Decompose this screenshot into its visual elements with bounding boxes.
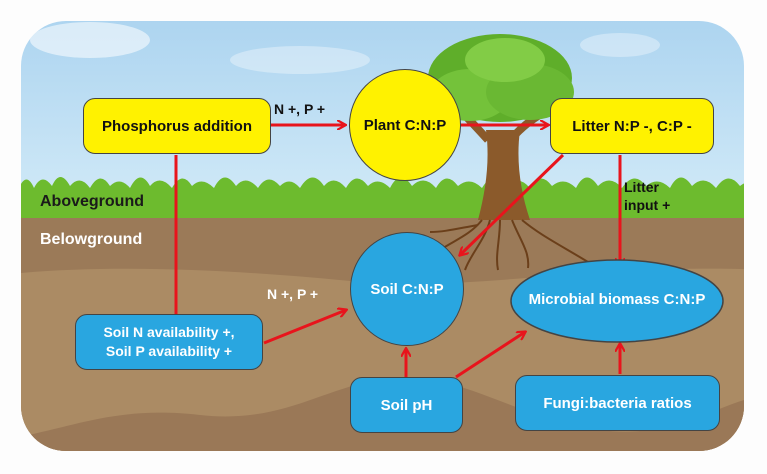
node-soil-cnp-label: Soil C:N:P bbox=[370, 280, 444, 298]
connectors bbox=[174, 125, 620, 379]
edge-label-litter-input-line1: Litter bbox=[624, 179, 659, 195]
node-litter-np-cp-label: Litter N:P -, C:P - bbox=[572, 117, 692, 135]
edge-label-phosphorus-to-plant: N +, P + bbox=[274, 101, 326, 117]
node-litter-np-cp: Litter N:P -, C:P - bbox=[550, 98, 714, 154]
node-phosphorus-addition-label: Phosphorus addition bbox=[102, 117, 252, 135]
zone-label-aboveground: Aboveground bbox=[40, 193, 144, 210]
node-soil-ph-label: Soil pH bbox=[380, 396, 433, 414]
cloud bbox=[230, 46, 370, 74]
node-plant-cnp: Plant C:N:P bbox=[349, 69, 461, 181]
edge-label-availability-to-soil: N +, P + bbox=[267, 286, 319, 302]
node-microbial-biomass-shape bbox=[510, 259, 724, 343]
arrow-ph-to-microbial bbox=[455, 332, 525, 379]
node-microbial-biomass-cnp-label: Microbial biomass C:N:P bbox=[528, 291, 706, 308]
arrow-litter-to-soil bbox=[460, 153, 565, 255]
node-plant-cnp-label: Plant C:N:P bbox=[363, 116, 447, 134]
zone-label-belowground: Belowground bbox=[40, 231, 143, 248]
grass bbox=[21, 177, 744, 218]
node-phosphorus-addition: Phosphorus addition bbox=[83, 98, 271, 154]
node-soil-availability-line1: Soil N availability +, bbox=[103, 324, 235, 340]
node-soil-cnp: Soil C:N:P bbox=[350, 232, 464, 346]
cloud bbox=[30, 22, 150, 58]
node-fungi-bacteria: Fungi:bacteria ratios bbox=[515, 375, 720, 431]
edge-label-litter-input-line2: input + bbox=[624, 197, 671, 213]
node-fungi-bacteria-label: Fungi:bacteria ratios bbox=[543, 394, 692, 412]
edge-label-litter-input: Litter input + bbox=[624, 178, 670, 214]
node-soil-availability: Soil N availability +, Soil P availabili… bbox=[75, 314, 263, 370]
arrow-availability-to-soil bbox=[263, 310, 346, 345]
cloud bbox=[580, 33, 660, 57]
node-soil-ph: Soil pH bbox=[350, 377, 463, 433]
node-soil-availability-line2: Soil P availability + bbox=[105, 343, 233, 359]
